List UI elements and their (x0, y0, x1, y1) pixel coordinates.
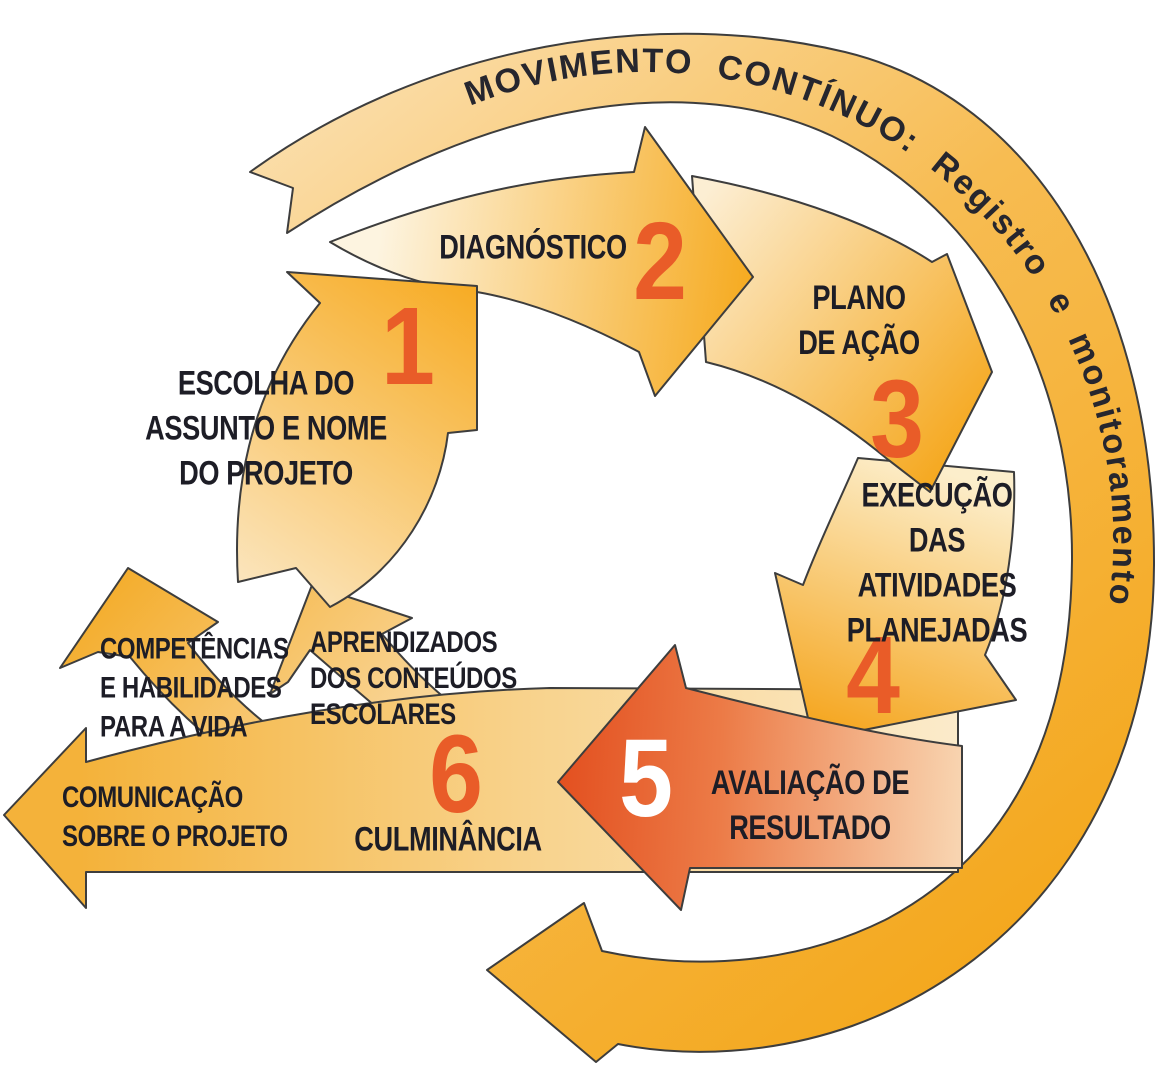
step-4-number: 4 (846, 614, 900, 737)
step-5-label: AVALIAÇÃO DE RESULTADO (710, 764, 910, 847)
step-1-number: 1 (381, 285, 435, 408)
step-6-number: 6 (429, 713, 483, 836)
step-2-label: DIAGNÓSTICO (439, 228, 627, 267)
step-2-number: 2 (633, 200, 687, 323)
step-5-number: 5 (619, 717, 673, 840)
step-3-number: 3 (870, 358, 924, 481)
step-4-label: EXECUÇÃO DAS ATIVIDADES PLANEJADAS (846, 476, 1028, 649)
step-4-arrow (774, 457, 1017, 741)
step-1-arrow (236, 271, 478, 608)
step-1-label: ESCOLHA DO ASSUNTO E NOME DO PROJETO (145, 364, 387, 493)
outcome-label-comunicacao: COMUNICAÇÃO SOBRE O PROJETO (62, 781, 288, 853)
continuous-movement-ribbon (249, 32, 1156, 1063)
step-5-arrow (557, 644, 963, 911)
step-3-arrow (691, 175, 993, 493)
outcome-label-aprendizados: APRENDIZADOS DOS CONTEÚDOS ESCOLARES (310, 626, 517, 731)
step-6-label: CULMINÂNCIA (354, 820, 542, 859)
outcome-label-competencias: COMPETÊNCIAS E HABILIDADES PARA A VIDA (100, 632, 289, 744)
step-3-label: PLANO DE AÇÃO (798, 279, 920, 362)
